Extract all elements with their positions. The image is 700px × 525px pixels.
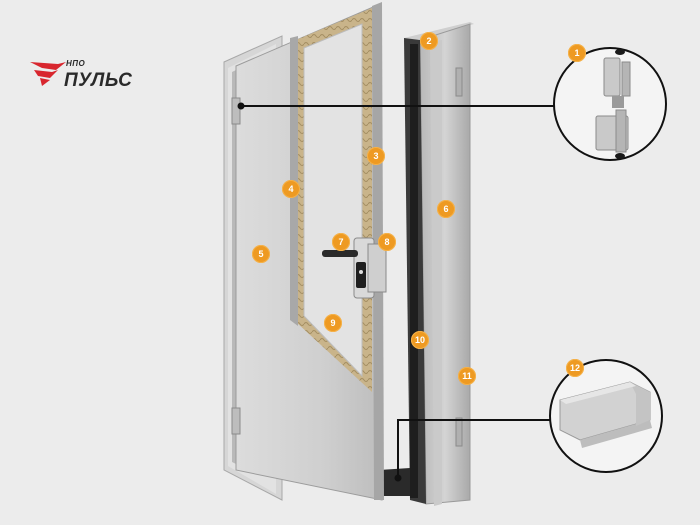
door-frame	[380, 22, 474, 506]
logo-small-text: НПО	[66, 59, 86, 68]
frame-hinge-lower	[455, 417, 463, 447]
profile-inset	[549, 359, 663, 473]
callout-badge-8: 8	[378, 233, 396, 251]
callout-badge-6: 6	[437, 200, 455, 218]
callout-badge-5: 5	[252, 245, 270, 263]
logo-brand-text: ПУЛЬС	[64, 70, 133, 91]
callout-badge-2: 2	[420, 32, 438, 50]
leader-line-profile	[397, 419, 560, 478]
callout-badge-9: 9	[324, 314, 342, 332]
callout-badge-4: 4	[282, 180, 300, 198]
callout-badge-10: 10	[411, 331, 429, 349]
frame-hinge	[455, 67, 463, 97]
leader-dot-hinge	[237, 102, 245, 110]
logo-wing-icon	[30, 62, 66, 86]
callout-badge-12: 12	[566, 359, 584, 377]
active-door-leaf	[231, 2, 387, 501]
callout-badge-3: 3	[367, 147, 385, 165]
leader-dot-profile	[394, 474, 402, 482]
callout-badge-1: 1	[568, 44, 586, 62]
callout-badge-7: 7	[332, 233, 350, 251]
hinge-inset	[553, 47, 667, 161]
callout-badge-11: 11	[458, 367, 476, 385]
